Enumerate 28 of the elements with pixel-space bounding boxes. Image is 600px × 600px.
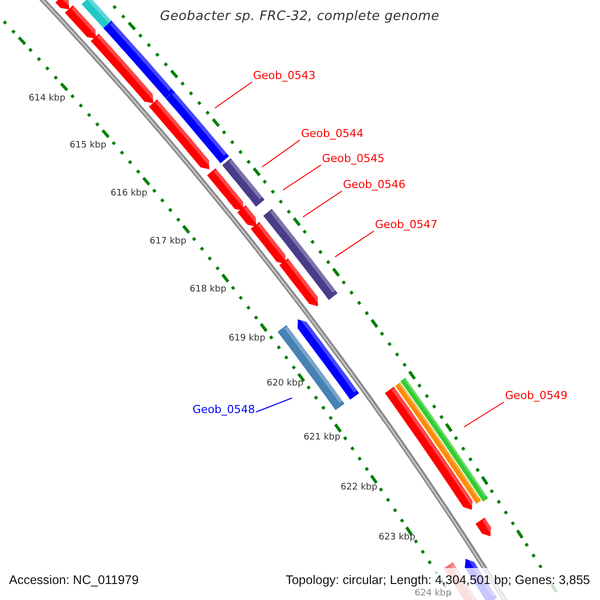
scale-label: 615 kbp — [70, 140, 106, 152]
scale-label: 624 kbp — [414, 588, 452, 600]
scale-label: 616 kbp — [110, 188, 148, 200]
gene-label: Geob_0547 — [375, 218, 438, 231]
scale-label: 617 kbp — [150, 236, 186, 248]
scale-label: 618 kbp — [190, 284, 226, 296]
leader-line — [214, 82, 252, 108]
gene-label: Geob_0543 — [253, 69, 316, 82]
scale-label: 619 kbp — [228, 334, 266, 344]
scale-label: 623 kbp — [378, 532, 416, 544]
leader-line — [464, 402, 504, 428]
footer-info: Accession: NC_011979 — [9, 573, 139, 588]
gene-label: Geob_0544 — [301, 127, 364, 140]
footer-info: Topology: circular; Length: 4,304,501 bp; Genes: 3,855 — [286, 573, 590, 588]
scale-label: 620 kbp — [266, 378, 304, 390]
leader-line — [334, 230, 374, 258]
gene-label: Geob_0549 — [505, 389, 568, 402]
gene-label: Geob_0548 — [192, 403, 255, 416]
scale-label: 614 kbp — [28, 94, 66, 104]
leader-line — [262, 140, 300, 168]
scale-label: 622 kbp — [340, 482, 378, 494]
leader-line — [256, 398, 292, 412]
scale-label: 621 kbp — [304, 432, 340, 444]
gene-label: Geob_0546 — [343, 178, 406, 191]
leader-line — [302, 190, 342, 218]
leader-line — [282, 164, 322, 190]
gene-label: Geob_0545 — [322, 152, 384, 165]
title: Geobacter sp. FRC-32, complete genome — [160, 9, 440, 24]
